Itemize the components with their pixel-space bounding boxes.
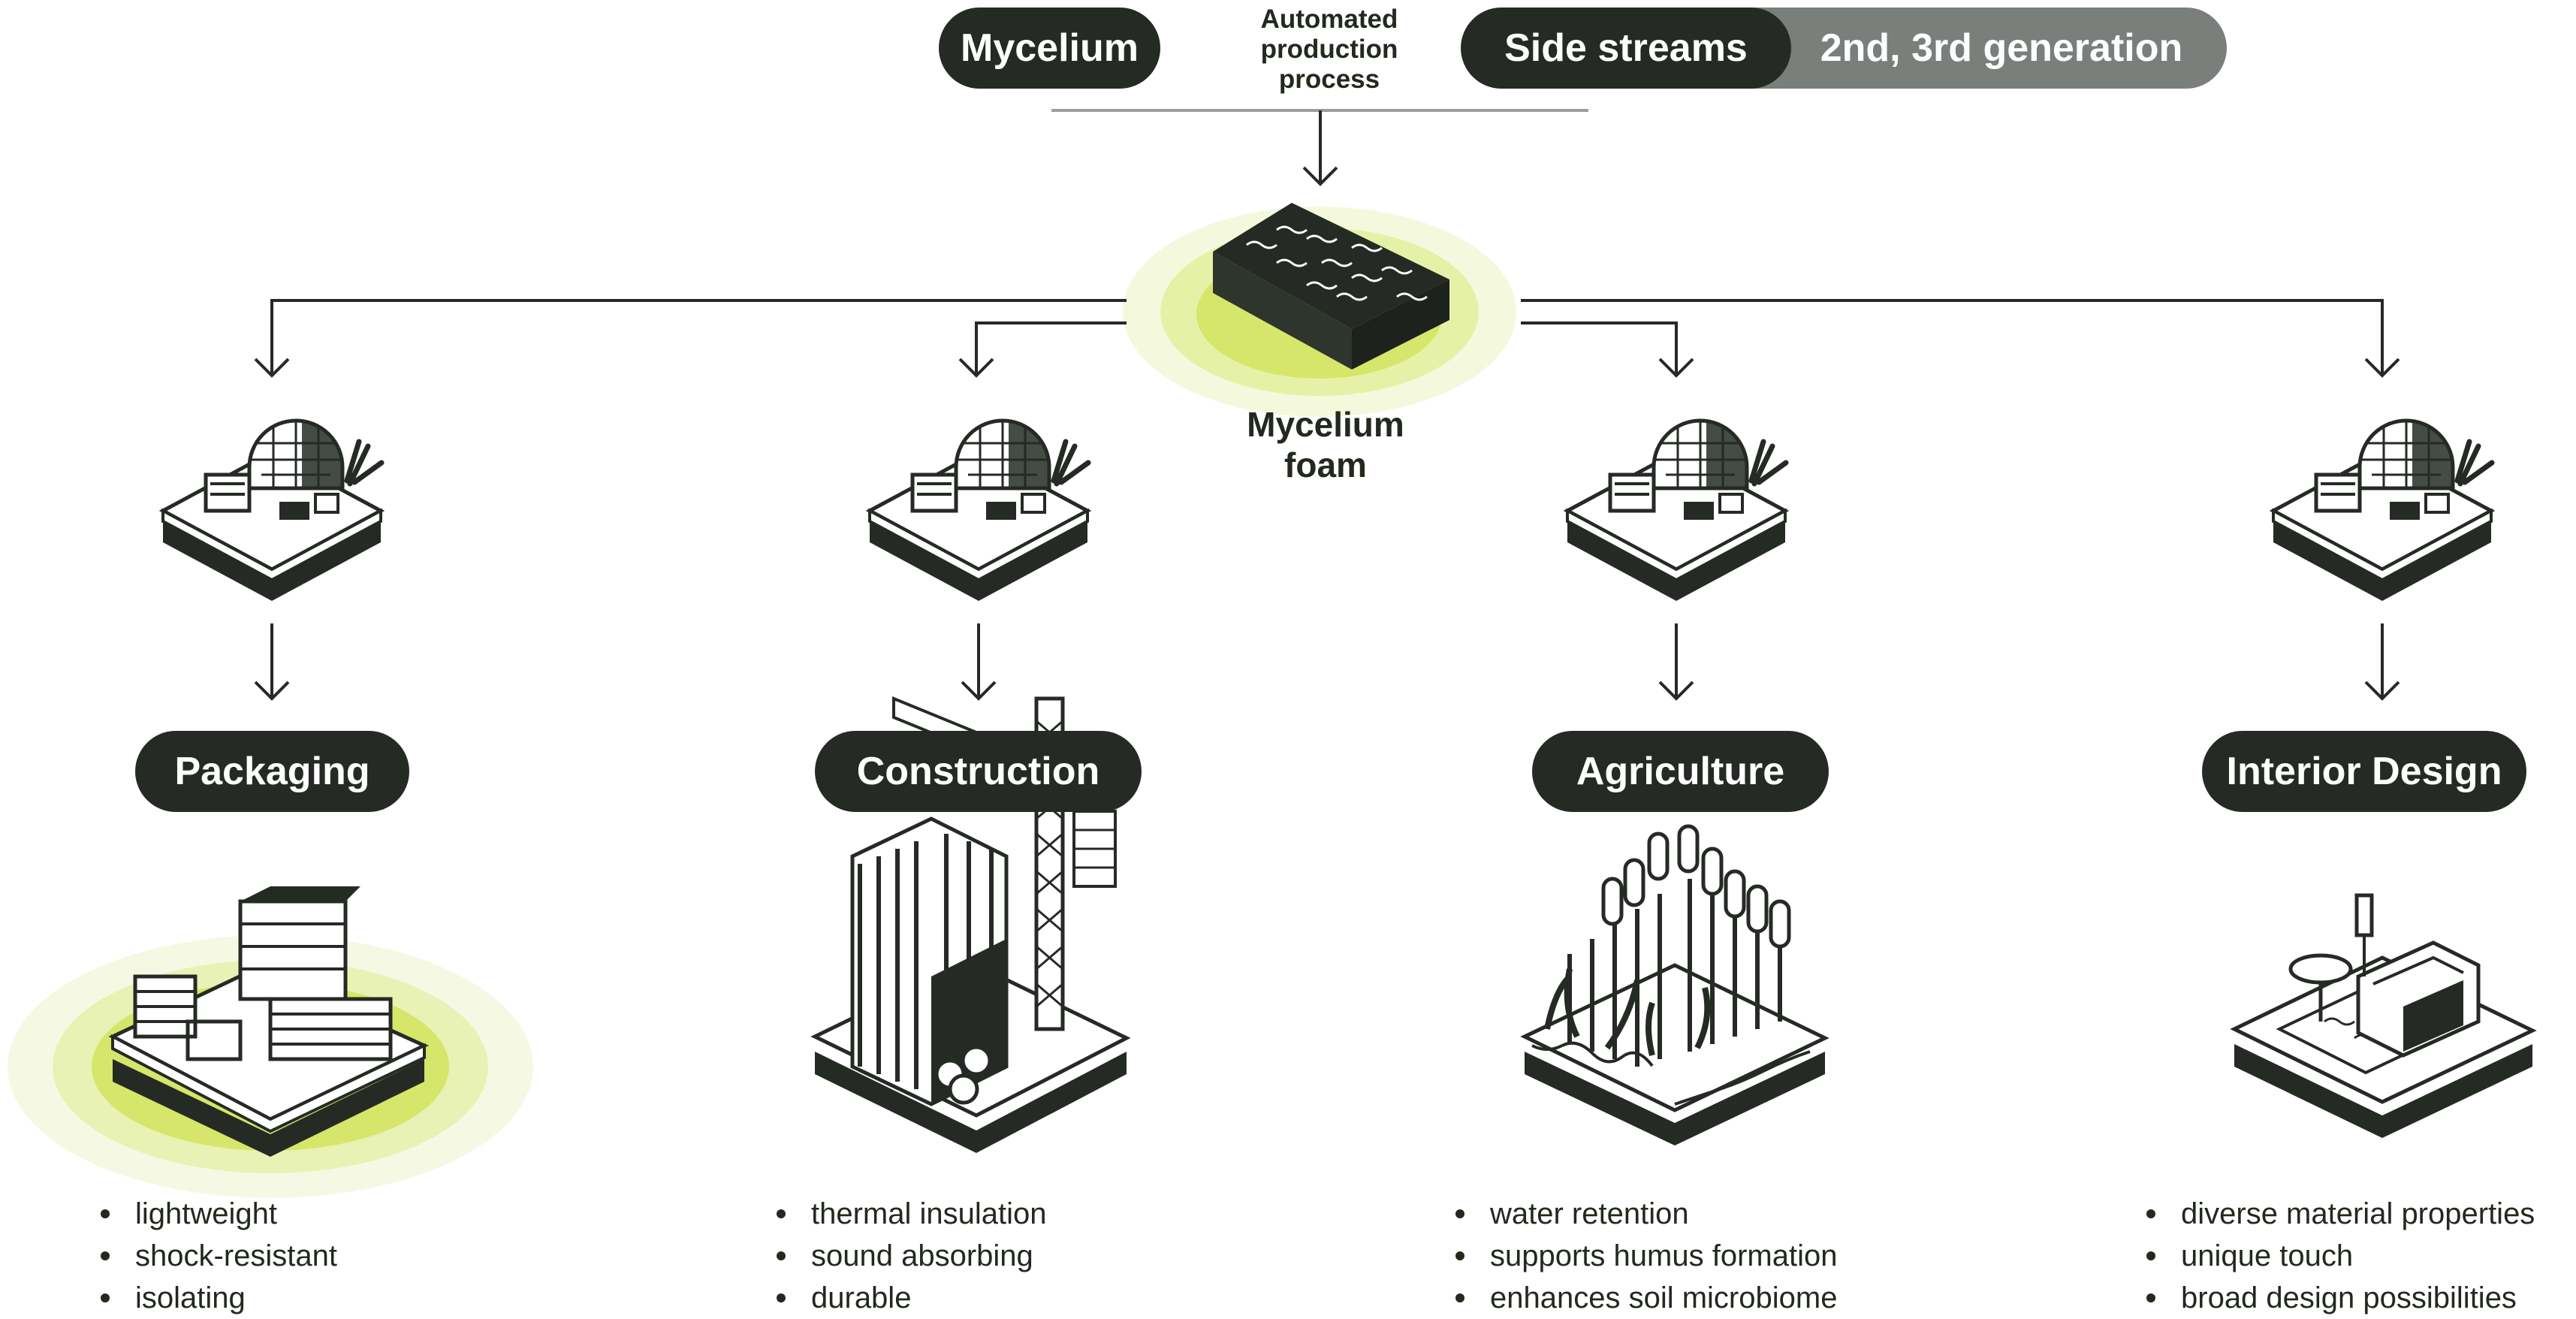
feature-item: lightweight xyxy=(96,1193,337,1235)
side-streams-group: Side streams 2nd, 3rd generation xyxy=(1461,8,2227,89)
foam-line: Mycelium xyxy=(1247,405,1404,444)
feature-item: shock-resistant xyxy=(96,1235,337,1277)
branch-connectors xyxy=(270,299,2384,699)
side-streams-label: Side streams xyxy=(1504,26,1748,70)
category-label: Construction xyxy=(856,750,1100,793)
feature-item: isolating xyxy=(96,1277,337,1319)
automated-process-label: Automated production process xyxy=(1190,5,1468,95)
feature-item: durable xyxy=(772,1277,1047,1319)
mycelium-pill: Mycelium xyxy=(939,8,1160,89)
packaging-features: lightweight shock-resistant isolating xyxy=(96,1193,337,1319)
feature-item: diverse material properties xyxy=(2142,1193,2535,1235)
category-packaging: Packaging xyxy=(135,731,409,812)
process-line: Automated xyxy=(1260,5,1398,34)
production-facility-icon xyxy=(163,421,382,601)
feature-item: unique touch xyxy=(2142,1235,2535,1277)
interior-design-icon xyxy=(2230,893,2537,1138)
interior-design-features: diverse material properties unique touch… xyxy=(2142,1193,2535,1319)
feature-item: supports humus formation xyxy=(1451,1235,1837,1277)
foam-label: Mycelium foam xyxy=(1172,404,1480,485)
agriculture-features: water retention supports humus formation… xyxy=(1451,1193,1837,1319)
construction-features: thermal insulation sound absorbing durab… xyxy=(772,1193,1047,1319)
feature-item: sound absorbing xyxy=(772,1235,1047,1277)
category-label: Interior Design xyxy=(2226,750,2502,793)
process-line: production xyxy=(1260,35,1398,64)
production-facility-icon xyxy=(2273,421,2492,601)
generation-label: 2nd, 3rd generation xyxy=(1820,26,2183,70)
category-interior-design: Interior Design xyxy=(2202,731,2526,812)
process-line: process xyxy=(1278,65,1380,94)
feature-item: thermal insulation xyxy=(772,1193,1047,1235)
category-construction: Construction xyxy=(815,731,1142,812)
feature-item: broad design possibilities xyxy=(2142,1277,2535,1319)
mycelium-foam-block-icon xyxy=(1123,203,1516,417)
category-label: Agriculture xyxy=(1576,750,1785,793)
production-facility-icon xyxy=(1567,421,1786,601)
packaging-boxes-icon xyxy=(8,886,533,1198)
category-agriculture: Agriculture xyxy=(1532,731,1829,812)
foam-line: foam xyxy=(1284,445,1367,484)
agriculture-field-icon xyxy=(1520,824,1829,1145)
category-label: Packaging xyxy=(174,750,370,793)
production-facility-icon xyxy=(870,421,1088,601)
side-streams-pill: Side streams xyxy=(1461,8,1791,89)
feature-item: enhances soil microbiome xyxy=(1451,1277,1837,1319)
mycelium-label: Mycelium xyxy=(961,26,1139,70)
feature-item: water retention xyxy=(1451,1193,1837,1235)
